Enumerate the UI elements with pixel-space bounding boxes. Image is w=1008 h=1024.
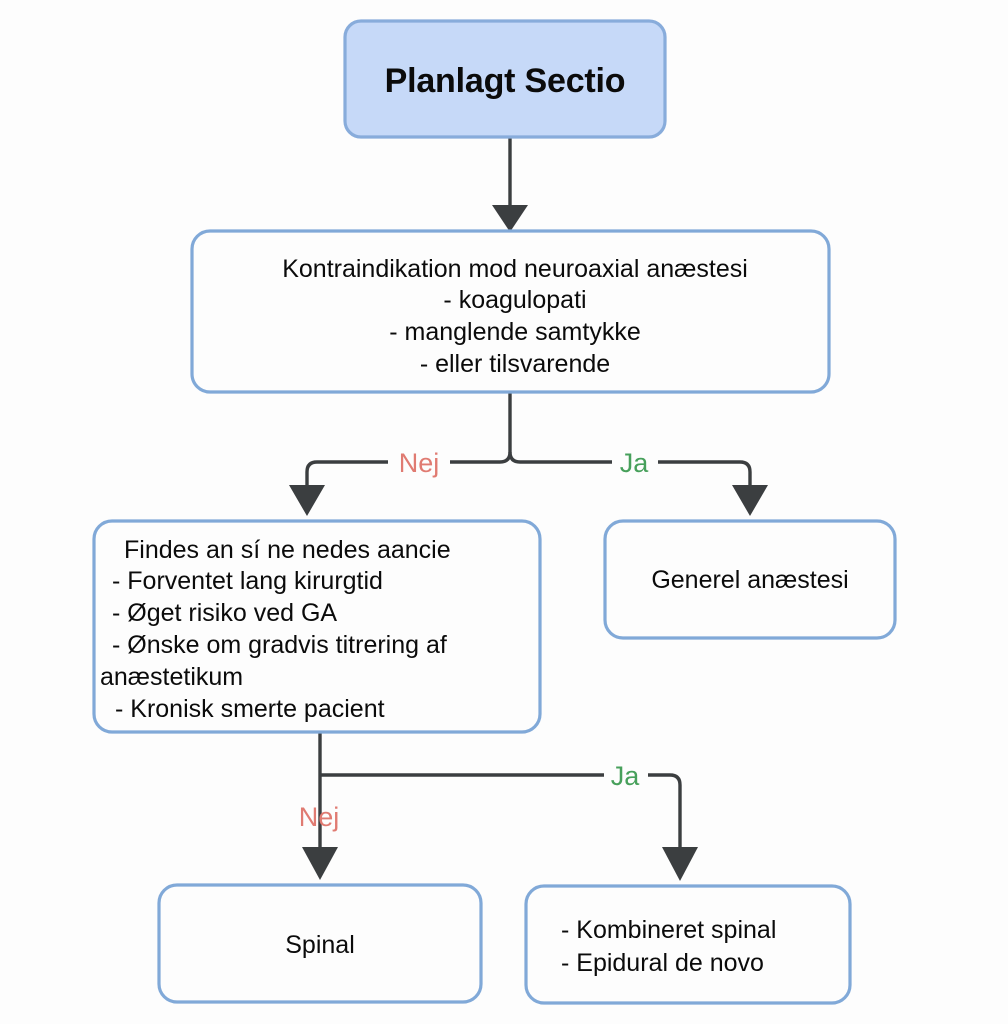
node-indikation-line-3: - Øget risiko ved GA: [112, 599, 337, 627]
node-planlagt-sectio[interactable]: Planlagt Sectio: [343, 19, 667, 139]
edge-start-to-contraindication: [492, 138, 528, 232]
edge-label-indication-no: Nej: [299, 802, 340, 832]
label-backdrop: [388, 440, 450, 472]
node-box[interactable]: [92, 519, 542, 734]
node-indikation[interactable]: Findes an sí ne nedes aancie - Forventet…: [92, 519, 542, 734]
node-kombineret-spinal-line-2: - Epidural de novo: [561, 949, 764, 977]
node-indikation-line-4: - Ønske om gradvis titrering af: [112, 631, 447, 659]
node-box[interactable]: [524, 884, 852, 1005]
arrowhead-icon: [302, 847, 338, 880]
edge-label-contraindication-yes: Ja: [620, 448, 650, 478]
node-indikation-line-5: anæstetikum: [100, 663, 243, 691]
node-kombineret-spinal[interactable]: - Kombineret spinal - Epidural de novo: [524, 884, 852, 1005]
node-box[interactable]: [343, 19, 667, 139]
node-kontraindikation-line-3: - manglende samtykke: [389, 318, 641, 346]
edge-label-indication-yes: Ja: [611, 761, 641, 791]
edge-label-contraindication-no: Nej: [399, 448, 440, 478]
node-box[interactable]: [603, 519, 897, 640]
label-backdrop: [612, 440, 658, 472]
arrowhead-icon: [492, 205, 528, 232]
edge-indication-split: [302, 733, 698, 881]
node-indikation-line-6: - Kronisk smerte pacient: [115, 695, 385, 723]
edge-line: [508, 451, 752, 488]
node-planlagt-sectio-label: Planlagt Sectio: [385, 62, 626, 100]
node-kombineret-spinal-line-1: - Kombineret spinal: [561, 916, 776, 944]
node-kontraindikation-line-2: - koagulopati: [443, 286, 586, 314]
edge-line: [320, 773, 682, 850]
node-kontraindikation-line-4: - eller tilsvarende: [420, 350, 610, 378]
node-box[interactable]: [190, 229, 831, 394]
node-box[interactable]: [157, 883, 483, 1004]
node-generel-anaestesi-label: Generel anæstesi: [651, 566, 848, 594]
node-indikation-line-2: - Forventet lang kirurgtid: [112, 567, 383, 595]
node-indikation-line-1: Findes an sí ne nedes aancie: [124, 536, 451, 564]
arrowhead-icon: [289, 485, 325, 516]
node-spinal[interactable]: Spinal: [157, 883, 483, 1004]
arrowhead-icon: [662, 847, 698, 881]
node-kontraindikation[interactable]: Kontraindikation mod neuroaxial anæstesi…: [190, 229, 831, 394]
arrowhead-icon: [732, 485, 768, 516]
node-kontraindikation-line-1: Kontraindikation mod neuroaxial anæstesi: [282, 255, 748, 283]
edge-contraindication-split: [289, 392, 768, 516]
node-spinal-label: Spinal: [285, 931, 355, 959]
node-generel-anaestesi[interactable]: Generel anæstesi: [603, 519, 897, 640]
label-backdrop: [604, 754, 648, 786]
